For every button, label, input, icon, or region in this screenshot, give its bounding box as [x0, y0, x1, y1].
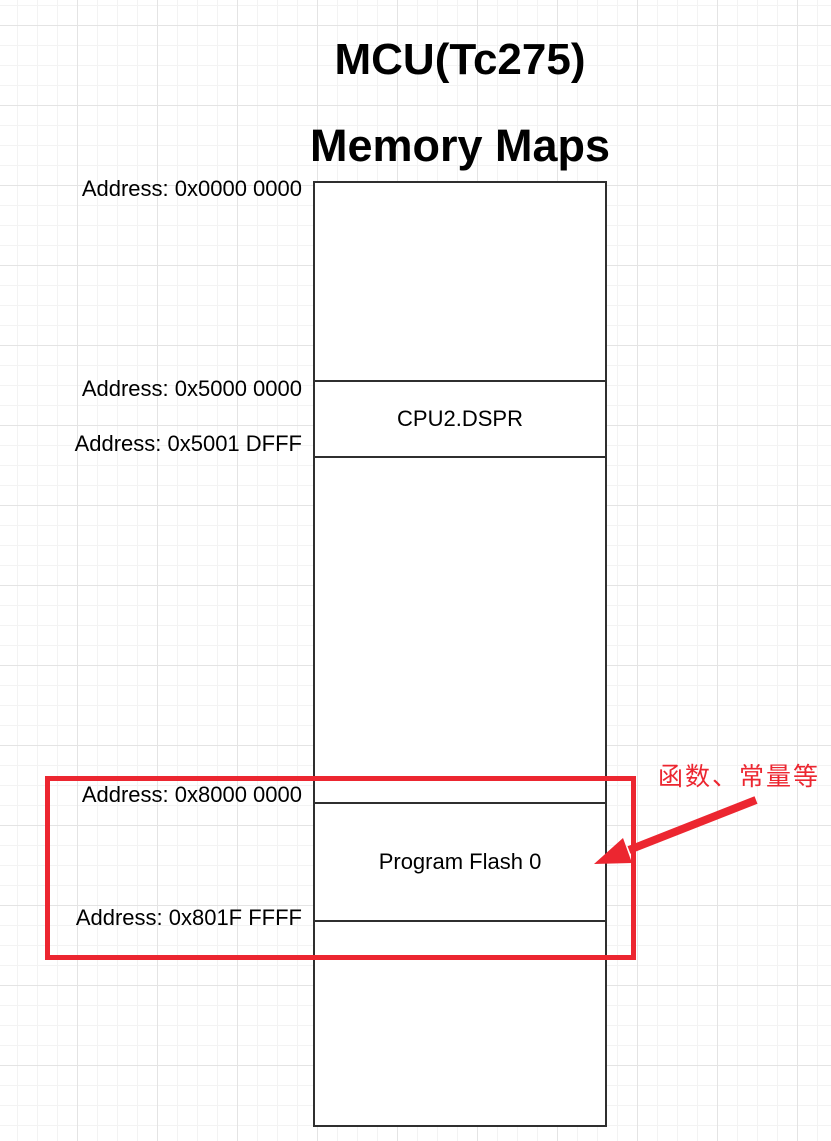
memory-block-program-flash0: Program Flash 0	[313, 802, 607, 922]
memory-block-cpu2-dspr: CPU2.DSPR	[313, 380, 607, 458]
red-arrow-shaft	[627, 796, 758, 854]
highlight-rect	[45, 776, 636, 960]
memory-block-cpu2-dspr-label: CPU2.DSPR	[397, 406, 523, 431]
address-label-0x5000-0000: Address: 0x5000 0000	[81, 376, 302, 401]
address-label-0x0000-0000: Address: 0x0000 0000	[81, 176, 302, 201]
page-subtitle: Memory Maps	[309, 120, 611, 171]
address-label-0x801f-ffff: Address: 0x801F FFFF	[75, 905, 302, 930]
address-label-0x8000-0000: Address: 0x8000 0000	[81, 782, 302, 807]
address-label-0x5001-dfff: Address: 0x5001 DFFF	[74, 431, 302, 456]
memory-map-rect	[313, 181, 607, 1127]
page-title: MCU(Tc275)	[334, 35, 586, 84]
memory-block-program-flash0-label: Program Flash 0	[378, 849, 542, 874]
annotation-text: 函数、常量等	[658, 763, 821, 791]
